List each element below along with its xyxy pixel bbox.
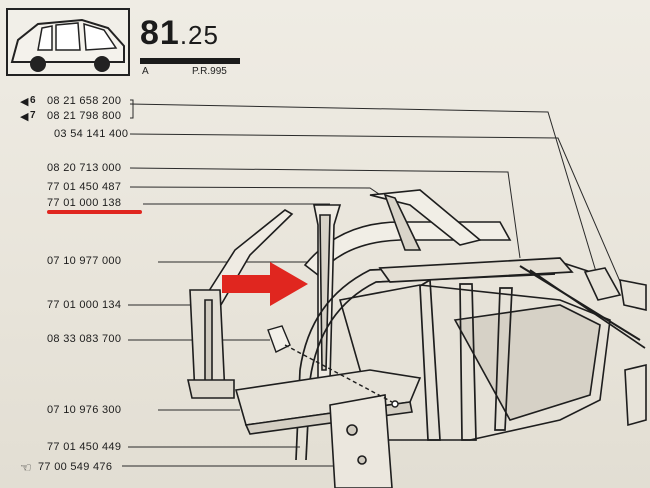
part-marker-icon: ◀ — [20, 96, 29, 108]
part-number-08-20-713-000[interactable]: 08 20 713 000 — [47, 162, 122, 174]
part-number-77-01-000-134[interactable]: 77 01 000 134 — [47, 299, 122, 311]
pointing-hand-icon: ☜ — [20, 460, 32, 475]
part-marker-6: 6 — [30, 95, 36, 106]
heading-rule — [140, 58, 240, 64]
section-heading: 81.25 A P.R.995 — [140, 14, 240, 77]
vehicle-thumbnail — [6, 8, 130, 76]
red-arrow-icon — [222, 262, 308, 306]
part-number-77-01-000-138[interactable]: 77 01 000 138 — [47, 197, 122, 209]
part-number-08-21-798-800[interactable]: 08 21 798 800 — [47, 110, 122, 122]
part-marker-7: 7 — [30, 110, 36, 121]
part-number-77-00-549-476[interactable]: 77 00 549 476 — [38, 461, 113, 473]
part-number-03-54-141-400[interactable]: 03 54 141 400 — [54, 128, 129, 140]
part-number-07-10-976-300[interactable]: 07 10 976 300 — [47, 404, 122, 416]
part-number-07-10-977-000[interactable]: 07 10 977 000 — [47, 255, 122, 267]
red-underline — [47, 210, 142, 214]
part-number-77-01-450-487[interactable]: 77 01 450 487 — [47, 181, 122, 193]
variant-letter: A — [142, 66, 149, 77]
part-number-08-33-083-700[interactable]: 08 33 083 700 — [47, 333, 122, 345]
part-marker-icon: ◀ — [20, 111, 29, 123]
section-number: 81.25 — [140, 14, 219, 52]
part-number-08-21-658-200[interactable]: 08 21 658 200 — [47, 95, 122, 107]
reference-code: P.R.995 — [192, 66, 227, 77]
car-silhouette-icon — [10, 18, 125, 72]
part-number-77-01-450-449[interactable]: 77 01 450 449 — [47, 441, 122, 453]
